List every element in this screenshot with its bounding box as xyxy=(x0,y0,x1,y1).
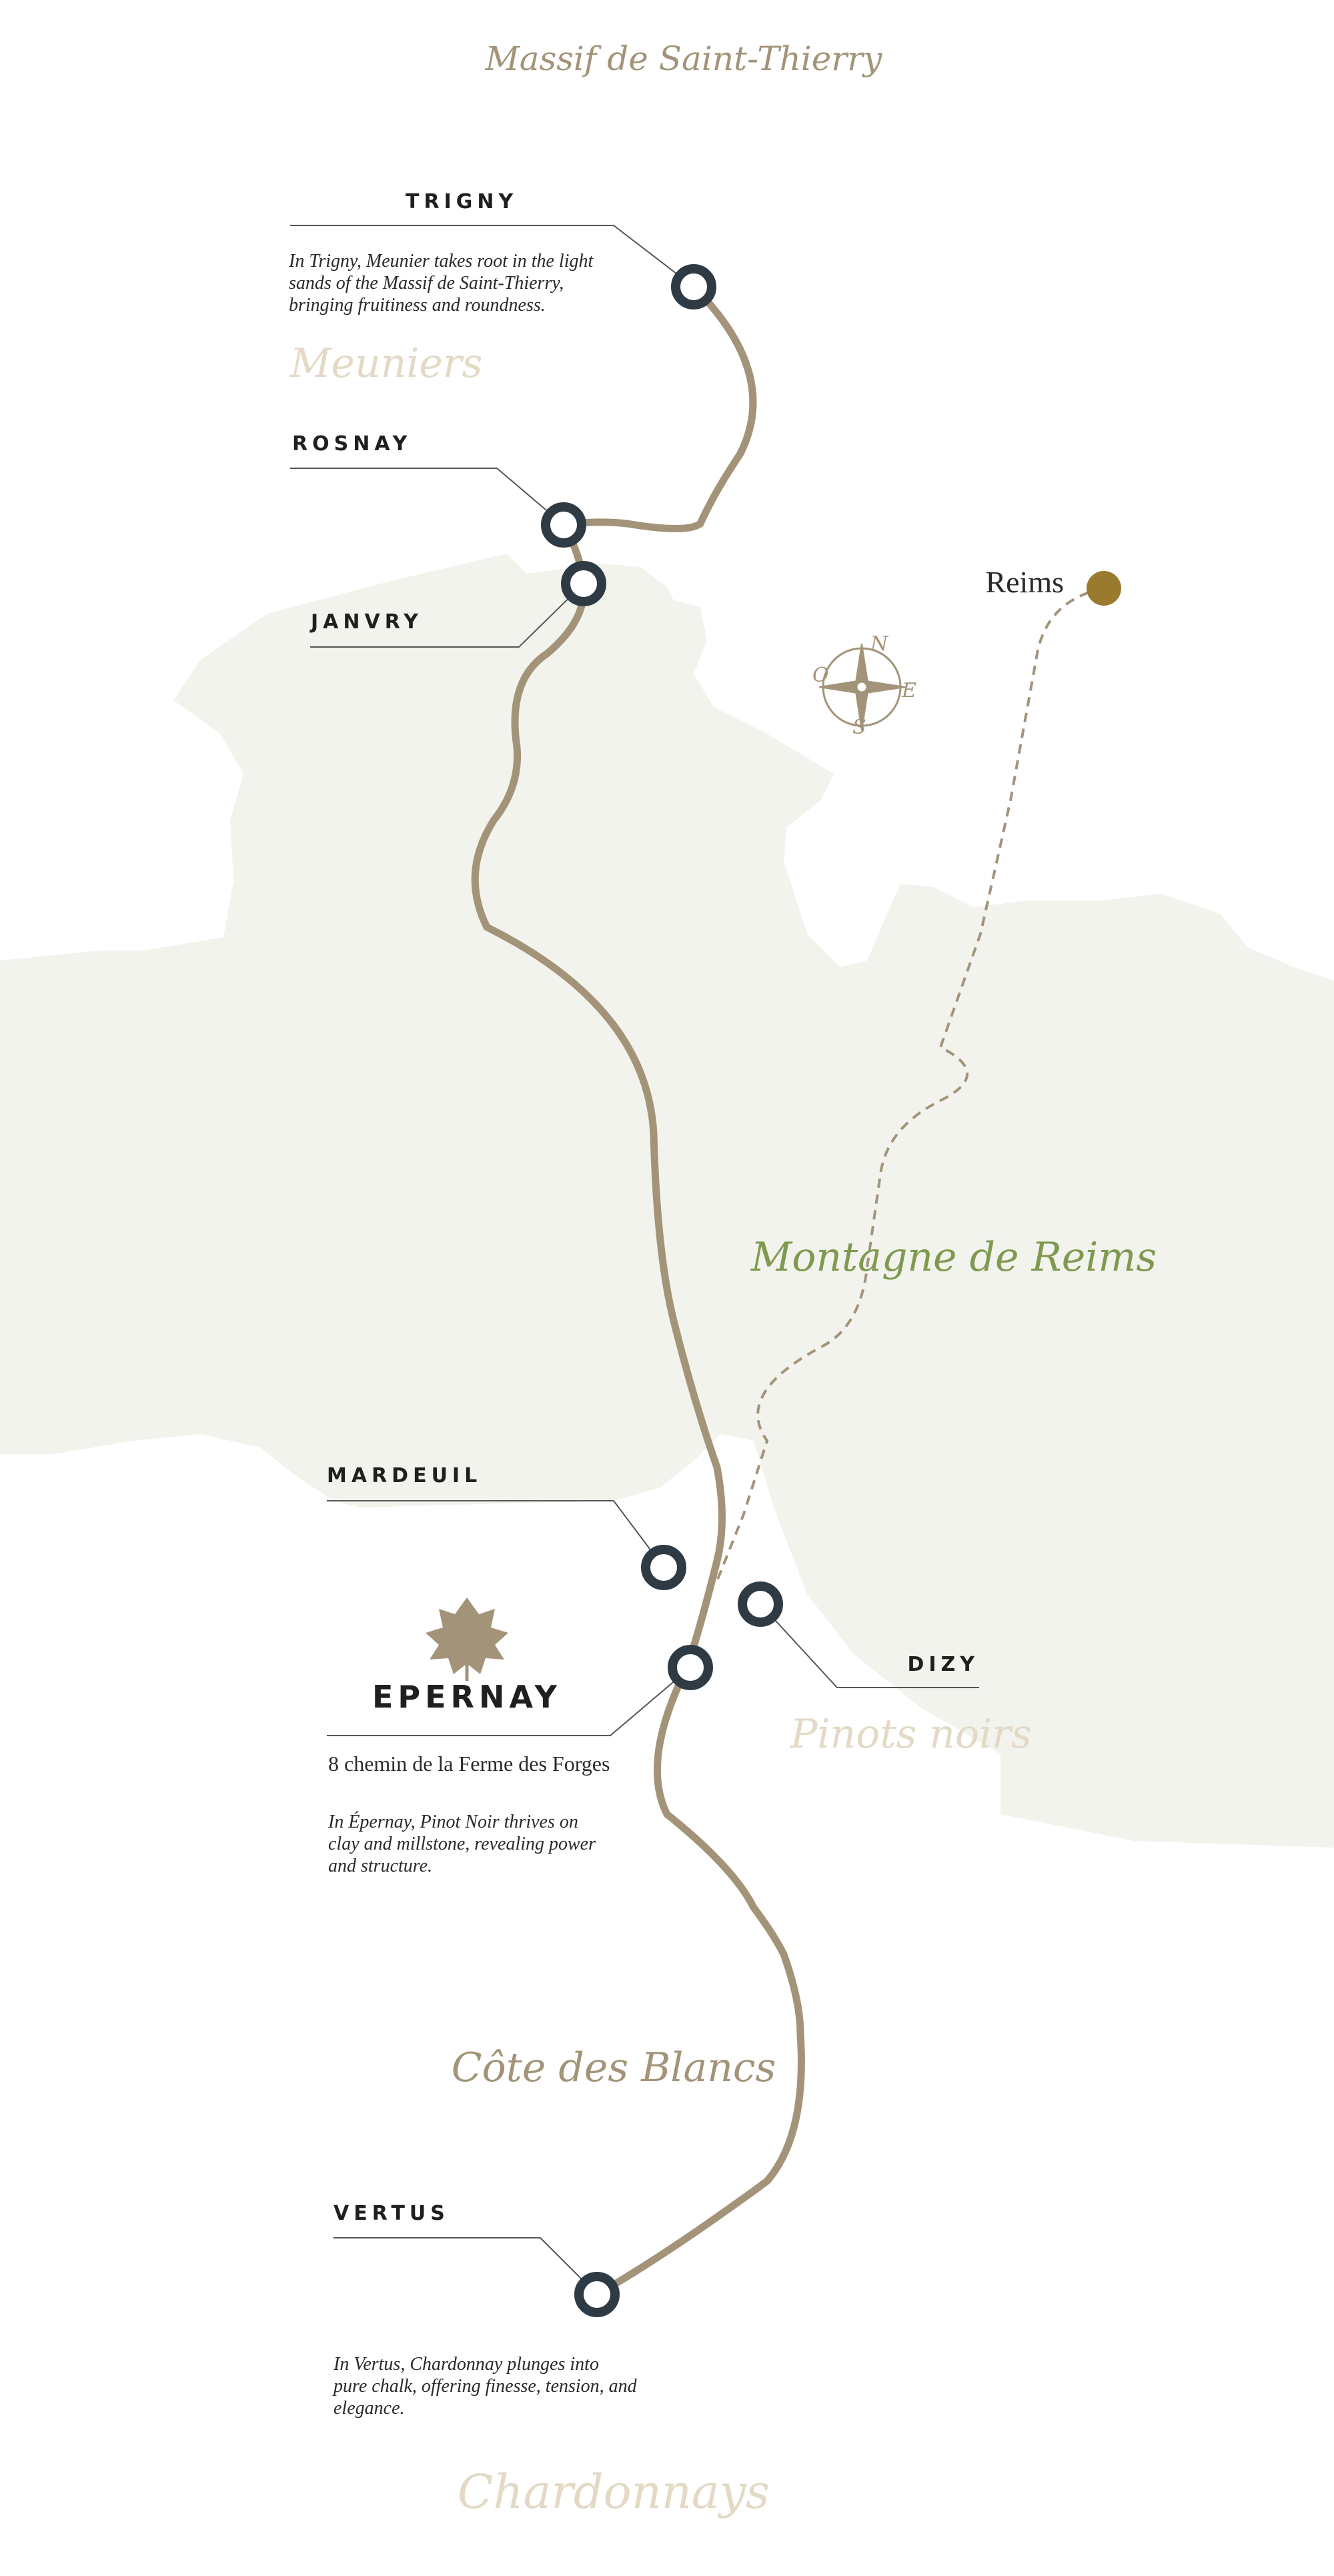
node-rosnay[interactable] xyxy=(541,502,586,548)
city-reims-label: Reims xyxy=(985,565,1064,599)
mardeuil-leader xyxy=(327,1500,664,1568)
node-epernay[interactable] xyxy=(668,1645,713,1690)
node-trigny[interactable] xyxy=(671,264,716,309)
compass-rose-icon xyxy=(818,643,906,731)
label-mardeuil: MARDEUIL xyxy=(327,1464,482,1487)
desc-epernay-line: and structure. xyxy=(328,1856,432,1876)
vertus-leader xyxy=(334,2237,598,2295)
land-mass xyxy=(0,554,1334,1848)
region-montagne: Montagne de Reims xyxy=(750,1234,1157,1281)
label-trigny: TRIGNY xyxy=(406,190,518,213)
vine-leaf-icon xyxy=(426,1597,508,1681)
grape-meuniers: Meuniers xyxy=(289,340,482,387)
node-mardeuil[interactable] xyxy=(641,1545,686,1590)
node-vertus[interactable] xyxy=(574,2272,620,2317)
reims-dashed-route xyxy=(716,587,1105,1581)
label-vertus: VERTUS xyxy=(334,2202,450,2225)
label-dizy: DIZY xyxy=(907,1653,979,1676)
desc-vertus-line: elegance. xyxy=(334,2398,405,2419)
epernay-leader xyxy=(327,1667,691,1736)
desc-epernay-line: In Épernay, Pinot Noir thrives on xyxy=(327,1812,578,1832)
desc-vertus-line: In Vertus, Chardonnay plunges into xyxy=(333,2354,599,2375)
compass-o: O xyxy=(812,664,829,687)
compass-s: S xyxy=(852,716,866,739)
main-route xyxy=(471,283,805,2299)
city-reims-marker[interactable] xyxy=(1087,571,1121,606)
grape-chardonnays: Chardonnays xyxy=(458,2465,770,2519)
compass-n: N xyxy=(870,632,889,656)
desc-trigny-line: In Trigny, Meunier takes root in the lig… xyxy=(288,251,594,271)
desc-epernay-line: clay and millstone, revealing power xyxy=(328,1834,596,1854)
desc-epernay: In Épernay, Pinot Noir thrives on clay a… xyxy=(327,1812,600,1876)
trigny-leader xyxy=(290,225,694,287)
region-cote: Côte des Blancs xyxy=(452,2044,776,2091)
desc-vertus: In Vertus, Chardonnay plunges into pure … xyxy=(332,2354,642,2419)
label-epernay: EPERNAY xyxy=(372,1679,562,1715)
label-janvry: JANVRY xyxy=(309,610,423,634)
compass-e: E xyxy=(901,679,916,702)
rosnay-leader xyxy=(290,468,564,526)
region-massif: Massif de Saint-Thierry xyxy=(485,39,883,78)
grape-pinots: Pinots noirs xyxy=(790,1711,1032,1758)
label-rosnay: ROSNAY xyxy=(292,432,412,456)
dizy-leader xyxy=(760,1603,979,1688)
node-janvry[interactable] xyxy=(561,561,606,606)
desc-trigny-line: bringing fruitiness and roundness. xyxy=(289,295,546,315)
node-dizy[interactable] xyxy=(738,1581,783,1627)
epernay-address: 8 chemin de la Ferme des Forges xyxy=(328,1752,610,1776)
desc-vertus-line: pure chalk, offering finesse, tension, a… xyxy=(332,2376,638,2397)
janvry-leader xyxy=(310,583,584,648)
desc-trigny-line: sands of the Massif de Saint-Thierry, xyxy=(289,273,564,293)
desc-trigny: In Trigny, Meunier takes root in the lig… xyxy=(288,251,598,315)
